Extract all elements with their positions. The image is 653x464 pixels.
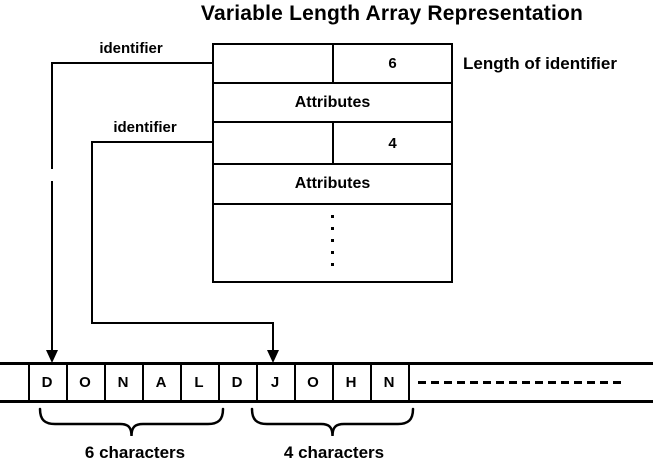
diagram-title: Variable Length Array Representation [200, 2, 584, 25]
cell-divider [370, 365, 372, 400]
ellipsis-dot [331, 227, 334, 230]
record1-header-row: 6 [214, 45, 451, 84]
cell-divider [408, 365, 410, 400]
char-cell: N [117, 374, 129, 391]
char-array-strip: D O N A L D J O H N [0, 362, 653, 403]
cell-divider [256, 365, 258, 400]
record-table: 6 Attributes 4 Attributes [212, 43, 453, 283]
record1-identifier-pointer-cell [214, 45, 334, 82]
ellipsis-dot [331, 239, 334, 242]
cell-divider [180, 365, 182, 400]
char-cell: D [41, 374, 53, 391]
attributes-label: Attributes [294, 93, 371, 111]
group-label-4-characters: 4 characters [283, 443, 385, 462]
ellipsis-row [214, 205, 451, 281]
identifier-label-2: identifier [113, 119, 177, 136]
length-of-identifier-label: Length of identifier [463, 54, 617, 73]
record1-attributes-row: Attributes [214, 84, 451, 123]
cell-divider [218, 365, 220, 400]
record2-header-row: 4 [214, 123, 451, 165]
cell-divider [294, 365, 296, 400]
cell-divider [332, 365, 334, 400]
char-cell: O [307, 374, 319, 391]
record2-identifier-pointer-cell [214, 123, 334, 163]
underbrace-6-characters [38, 407, 225, 437]
attributes-label: Attributes [294, 175, 371, 192]
identifier-label-1: identifier [99, 40, 163, 57]
record2-attributes-row: Attributes [214, 165, 451, 205]
ellipsis-dot [331, 263, 334, 266]
char-cell: J [270, 374, 280, 391]
char-cell: O [79, 374, 91, 391]
cell-divider [66, 365, 68, 400]
char-cell: A [155, 374, 167, 391]
cell-divider [104, 365, 106, 400]
char-cell: H [345, 374, 357, 391]
char-cell: L [194, 374, 204, 391]
record2-length-cell: 4 [388, 134, 397, 152]
record1-length-cell: 6 [388, 55, 397, 72]
cell-divider [28, 365, 30, 400]
underbrace-4-characters [250, 407, 415, 437]
cell-divider [142, 365, 144, 400]
identifier1-connector-line [51, 62, 212, 169]
ellipsis-dot [331, 251, 334, 254]
ellipsis-dot [331, 215, 334, 218]
unused-space-dashes [418, 381, 622, 384]
char-cell: N [383, 374, 395, 391]
group-label-6-characters: 6 characters [84, 443, 186, 462]
char-cell: D [231, 374, 243, 391]
